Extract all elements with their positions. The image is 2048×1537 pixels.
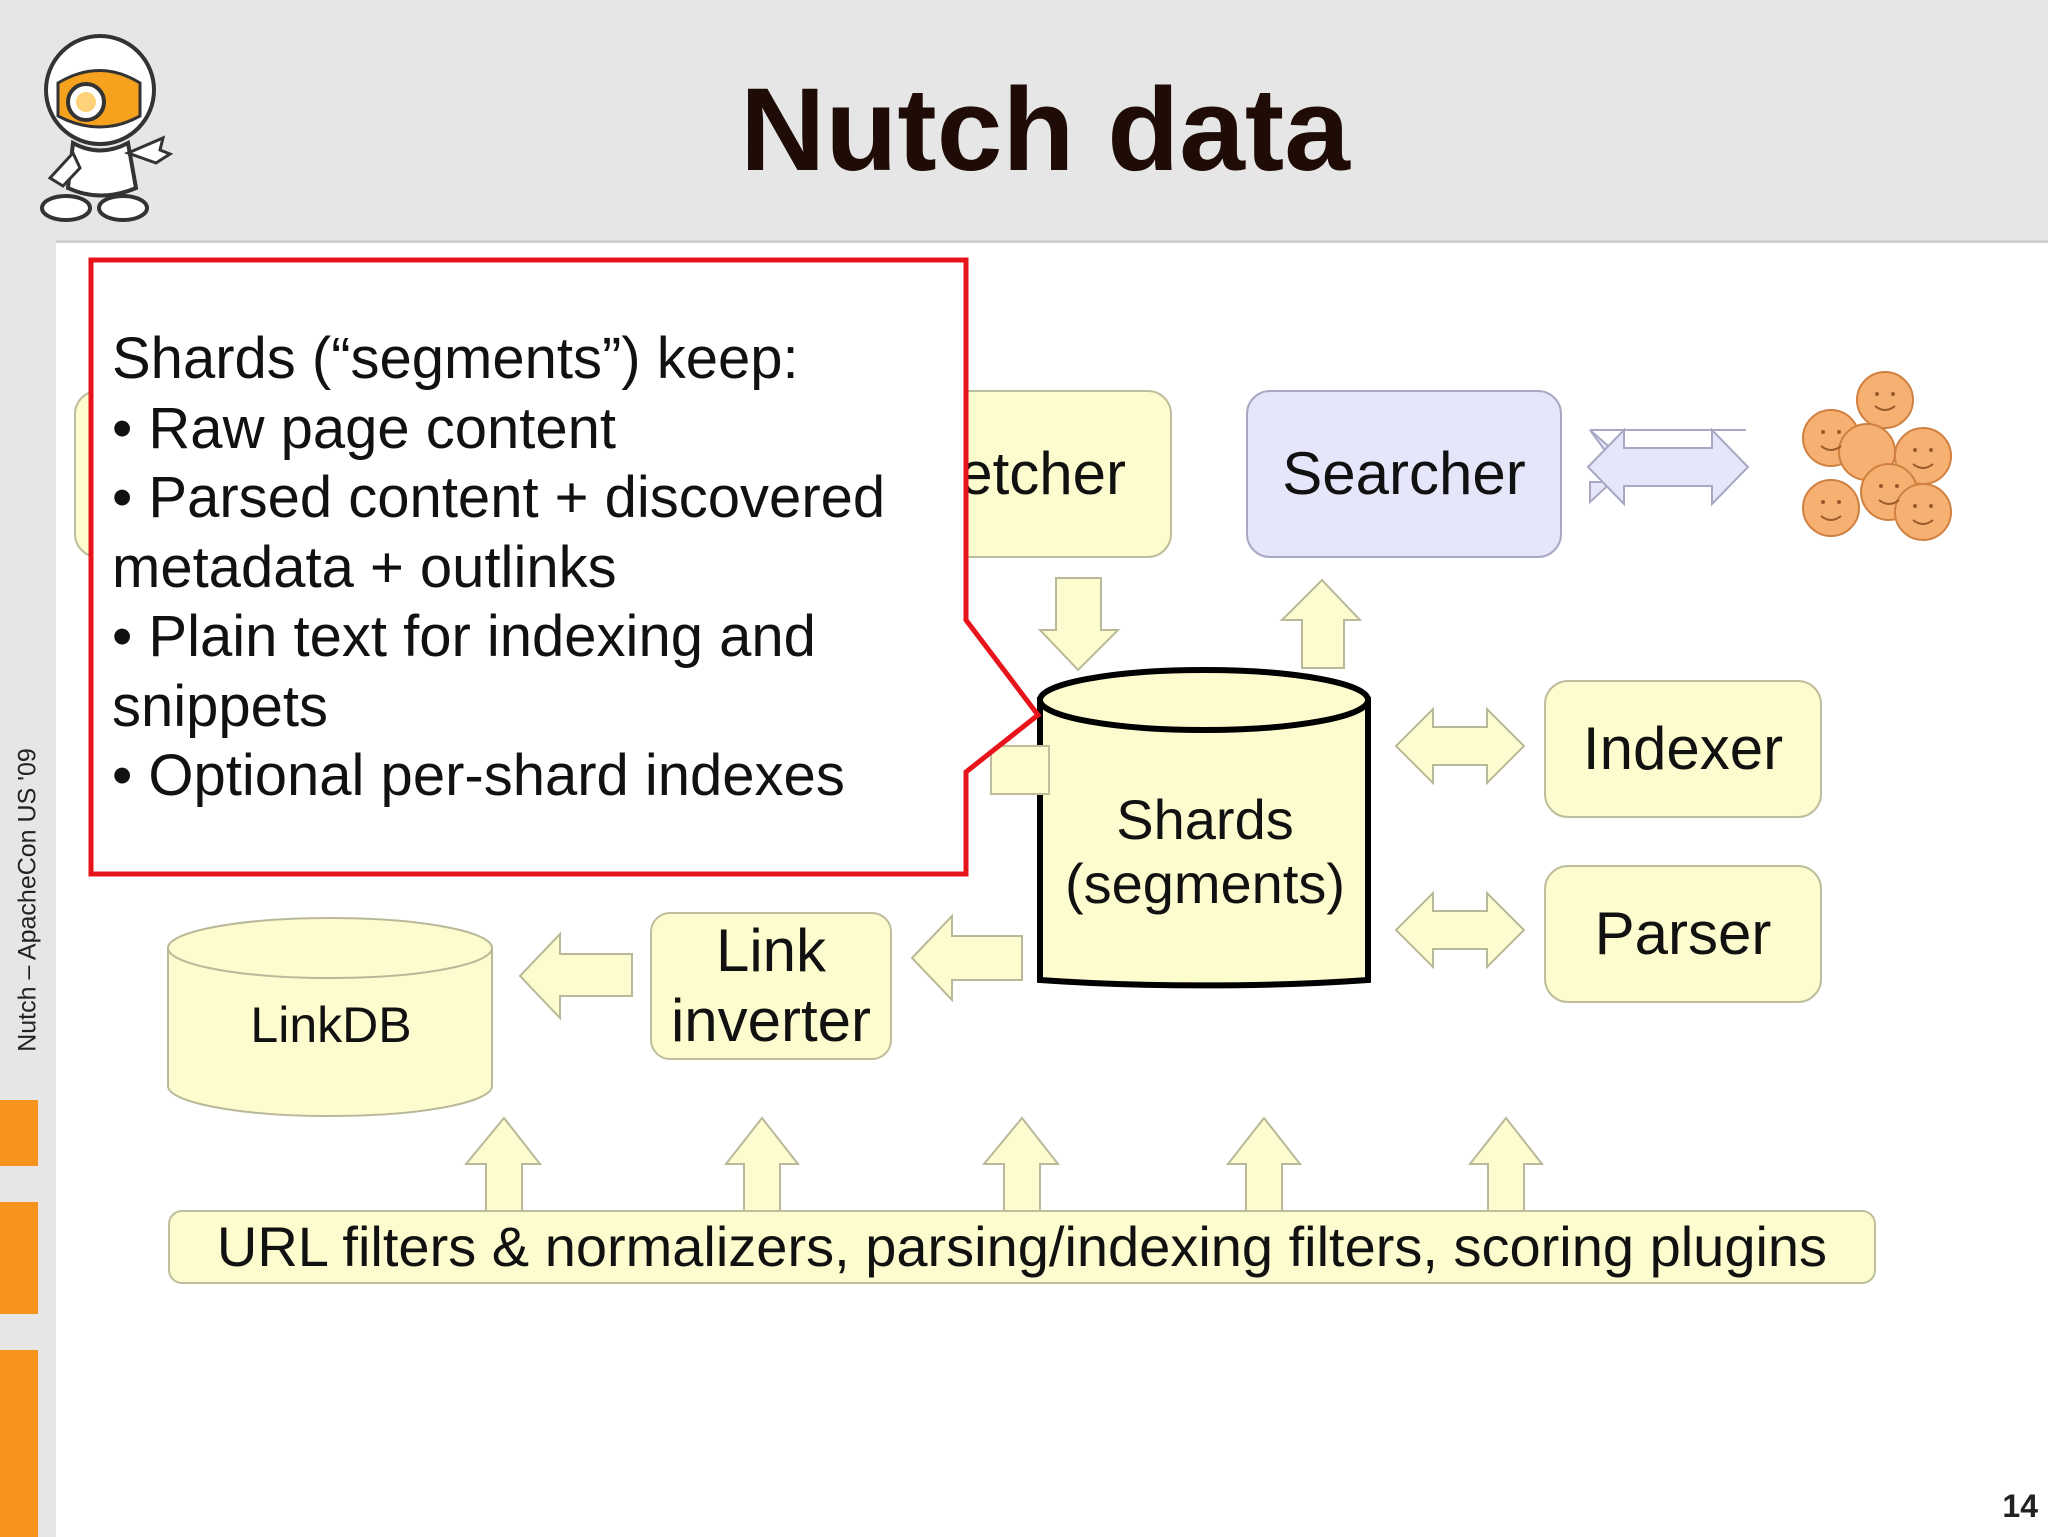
arrow-filters-up-5 <box>1467 1116 1545 1213</box>
callout-line-3: • Parsed content + discovered <box>112 465 886 530</box>
sidebar-orange-block-2 <box>0 1202 38 1314</box>
arrow-linkinverter-to-linkdb <box>518 931 633 1021</box>
linkdb-cylinder <box>167 947 493 1117</box>
filters-bar <box>168 1210 1876 1284</box>
indexer-label: Indexer <box>1582 715 1784 782</box>
callout-line-6: snippets <box>112 673 329 739</box>
searcher-box: Searcher <box>1246 390 1562 558</box>
arrow-shards-indexer <box>1394 706 1526 786</box>
shards-cylinder <box>1037 697 1371 989</box>
indexer-box: Indexer <box>1544 680 1822 818</box>
link-inverter-box: Link inverter <box>650 912 892 1060</box>
filters-label: URL filters & normalizers, parsing/index… <box>216 1215 1828 1278</box>
arrow-shards-to-searcher <box>1279 578 1363 669</box>
slide-title: Nutch data <box>740 64 1350 196</box>
searcher-label: Searcher <box>1282 440 1526 507</box>
arrow-searcher-users-double <box>1586 427 1750 507</box>
parser-label: Parser <box>1594 900 1772 967</box>
header-divider <box>56 240 2048 243</box>
shards-label-line2: (segments) <box>1064 852 1346 915</box>
arrow-filters-up-3 <box>981 1116 1061 1213</box>
linkdb-label: LinkDB <box>250 997 412 1053</box>
callout-line-2: • Raw page content <box>112 395 616 461</box>
arrow-shards-parser <box>1394 890 1526 970</box>
page-number: 14 <box>2002 1488 2038 1524</box>
sidebar <box>0 240 56 1537</box>
shards-label-line1: Shards <box>1116 788 1294 851</box>
parser-box: Parser <box>1544 865 1822 1003</box>
arrow-filters-up-4 <box>1225 1116 1303 1213</box>
callout-line-4: metadata + outlinks <box>112 534 617 600</box>
shards-label: Shards (segments) <box>1042 788 1368 916</box>
nutch-mascot-logo <box>40 34 173 222</box>
arrow-filters-up-2 <box>723 1116 801 1213</box>
link-inverter-label-line2: inverter <box>670 987 872 1054</box>
arrow-fetcher-to-shards <box>1037 577 1121 672</box>
slide-header <box>0 0 2048 240</box>
arrow-shards-to-linkinverter <box>910 913 1023 1003</box>
callout-text: Shards (“segments”) keep: • Raw page con… <box>112 324 972 811</box>
link-inverter-label-line1: Link <box>715 917 827 984</box>
sidebar-orange-block-3 <box>0 1350 38 1537</box>
arrow-filters-up-1 <box>463 1116 543 1213</box>
callout-line-5: • Plain text for indexing and <box>112 604 816 669</box>
sidebar-orange-block-1 <box>0 1100 38 1166</box>
hidden-box-fragment <box>990 745 1050 795</box>
users-group-icon <box>1802 371 1952 541</box>
callout-line-7: • Optional per-shard indexes <box>112 743 845 808</box>
callout-line-1: Shards (“segments”) keep: <box>112 326 799 391</box>
